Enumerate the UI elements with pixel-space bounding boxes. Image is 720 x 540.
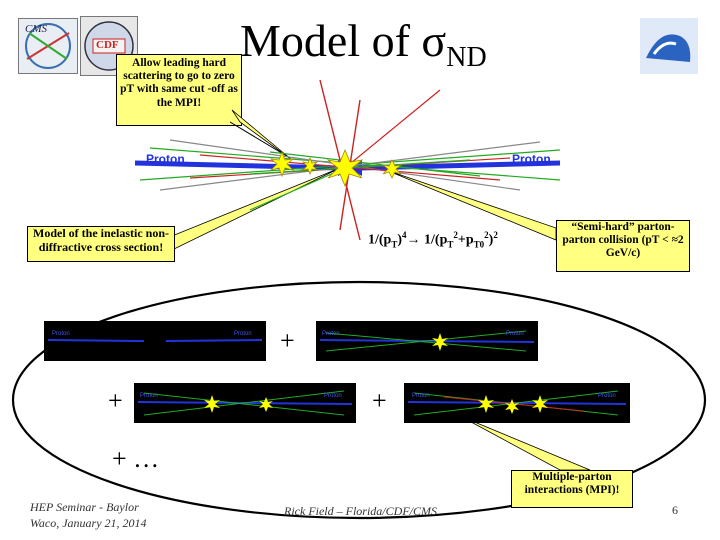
slide-title: Model of σND [240, 14, 570, 73]
callout-pointer-hard [229, 121, 291, 159]
event-panel-1-graphic [47, 339, 263, 342]
formula-part-b-sup: 2 [453, 230, 458, 240]
callout-pointer-hard-fill [231, 109, 293, 161]
formula-part-a-sup: 4 [402, 230, 407, 240]
cms-logo-graphic [25, 23, 71, 69]
page-number: 6 [672, 503, 678, 517]
formula-part-a: 1/(p [368, 232, 392, 248]
callout-pointer-mpi [459, 415, 591, 471]
panel-1-proton-right: Proton [234, 331, 252, 337]
proton-label-right: Proton [512, 152, 551, 166]
pt-formula: 1/(pT)4→ 1/(pT2+pT02)2 [368, 230, 498, 249]
callout-leading-hard-scattering: Allow leading hard scattering to go to z… [116, 54, 242, 126]
formula-arrow: → 1/(p [406, 232, 448, 248]
event-panel-1: Proton Proton [44, 321, 266, 361]
event-panel-4: Proton Proton [404, 383, 630, 423]
collision-burst-small [301, 156, 319, 176]
event-panel-4-graphic [407, 390, 627, 416]
event-panel-3: Proton Proton [134, 383, 356, 423]
footer-center: Rick Field – Florida/CDF/CMS [284, 504, 437, 518]
footer-left: HEP Seminar - Baylor Waco, January 21, 2… [30, 500, 147, 531]
plus-sign-1: + [280, 326, 295, 355]
florida-logo [640, 18, 698, 74]
panel-2-proton-right: Proton [506, 331, 524, 337]
event-panel-2: Proton Proton [316, 321, 538, 361]
formula-part-a-sub: T [391, 239, 398, 250]
panel-3-proton-left: Proton [140, 393, 158, 399]
panel-4-proton-left: Proton [412, 393, 430, 399]
plus-sign-3: + [372, 386, 387, 415]
panel-4-proton-right: Proton [598, 393, 616, 399]
plus-sign-2: + [108, 386, 123, 415]
formula-close: ) [488, 232, 494, 248]
cdf-logo-text: CDF [96, 39, 119, 51]
event-panel-2-graphic [319, 330, 535, 352]
event-panel-3-graphic [137, 390, 353, 416]
cdf-logo: CDF [80, 16, 138, 76]
collision-burst-right [381, 159, 403, 179]
proton-label-left: Proton [146, 152, 185, 166]
callout-semi-hard-collision: “Semi-hard” parton-parton collision (pT … [556, 220, 690, 272]
callout-mpi: Multiple-parton interactions (MPI)! [511, 470, 633, 508]
panel-3-proton-right: Proton [324, 393, 342, 399]
mpi-sum-ellipse [11, 280, 707, 520]
ellipsis-more-terms: + … [112, 444, 160, 473]
formula-plus: +p [457, 232, 474, 248]
slide-title-main: Model of σ [240, 15, 447, 66]
footer-date: Waco, January 21, 2014 [30, 515, 147, 530]
formula-part-b-sub: T [447, 239, 454, 250]
collision-burst-left [269, 150, 295, 178]
cms-logo-text: CMS [25, 23, 47, 35]
footer-seminar: HEP Seminar - Baylor [30, 500, 139, 514]
formula-part-c-sub: T0 [473, 239, 485, 250]
formula-part-a-close: ) [397, 232, 403, 248]
panel-2-proton-left: Proton [322, 331, 340, 337]
florida-logo-graphic [640, 18, 698, 74]
callout-pointer-inelastic-fill [171, 167, 341, 251]
cms-logo: CMS [18, 18, 78, 74]
slide-title-subscript: ND [446, 42, 487, 73]
formula-part-c-sup: 2 [484, 230, 489, 240]
formula-part-d-sup: 2 [493, 230, 498, 240]
panel-1-proton-left: Proton [52, 331, 70, 337]
collision-burst-main [326, 148, 364, 188]
callout-inelastic-cross-section: Model of the inelastic non-diffractive c… [27, 226, 175, 262]
